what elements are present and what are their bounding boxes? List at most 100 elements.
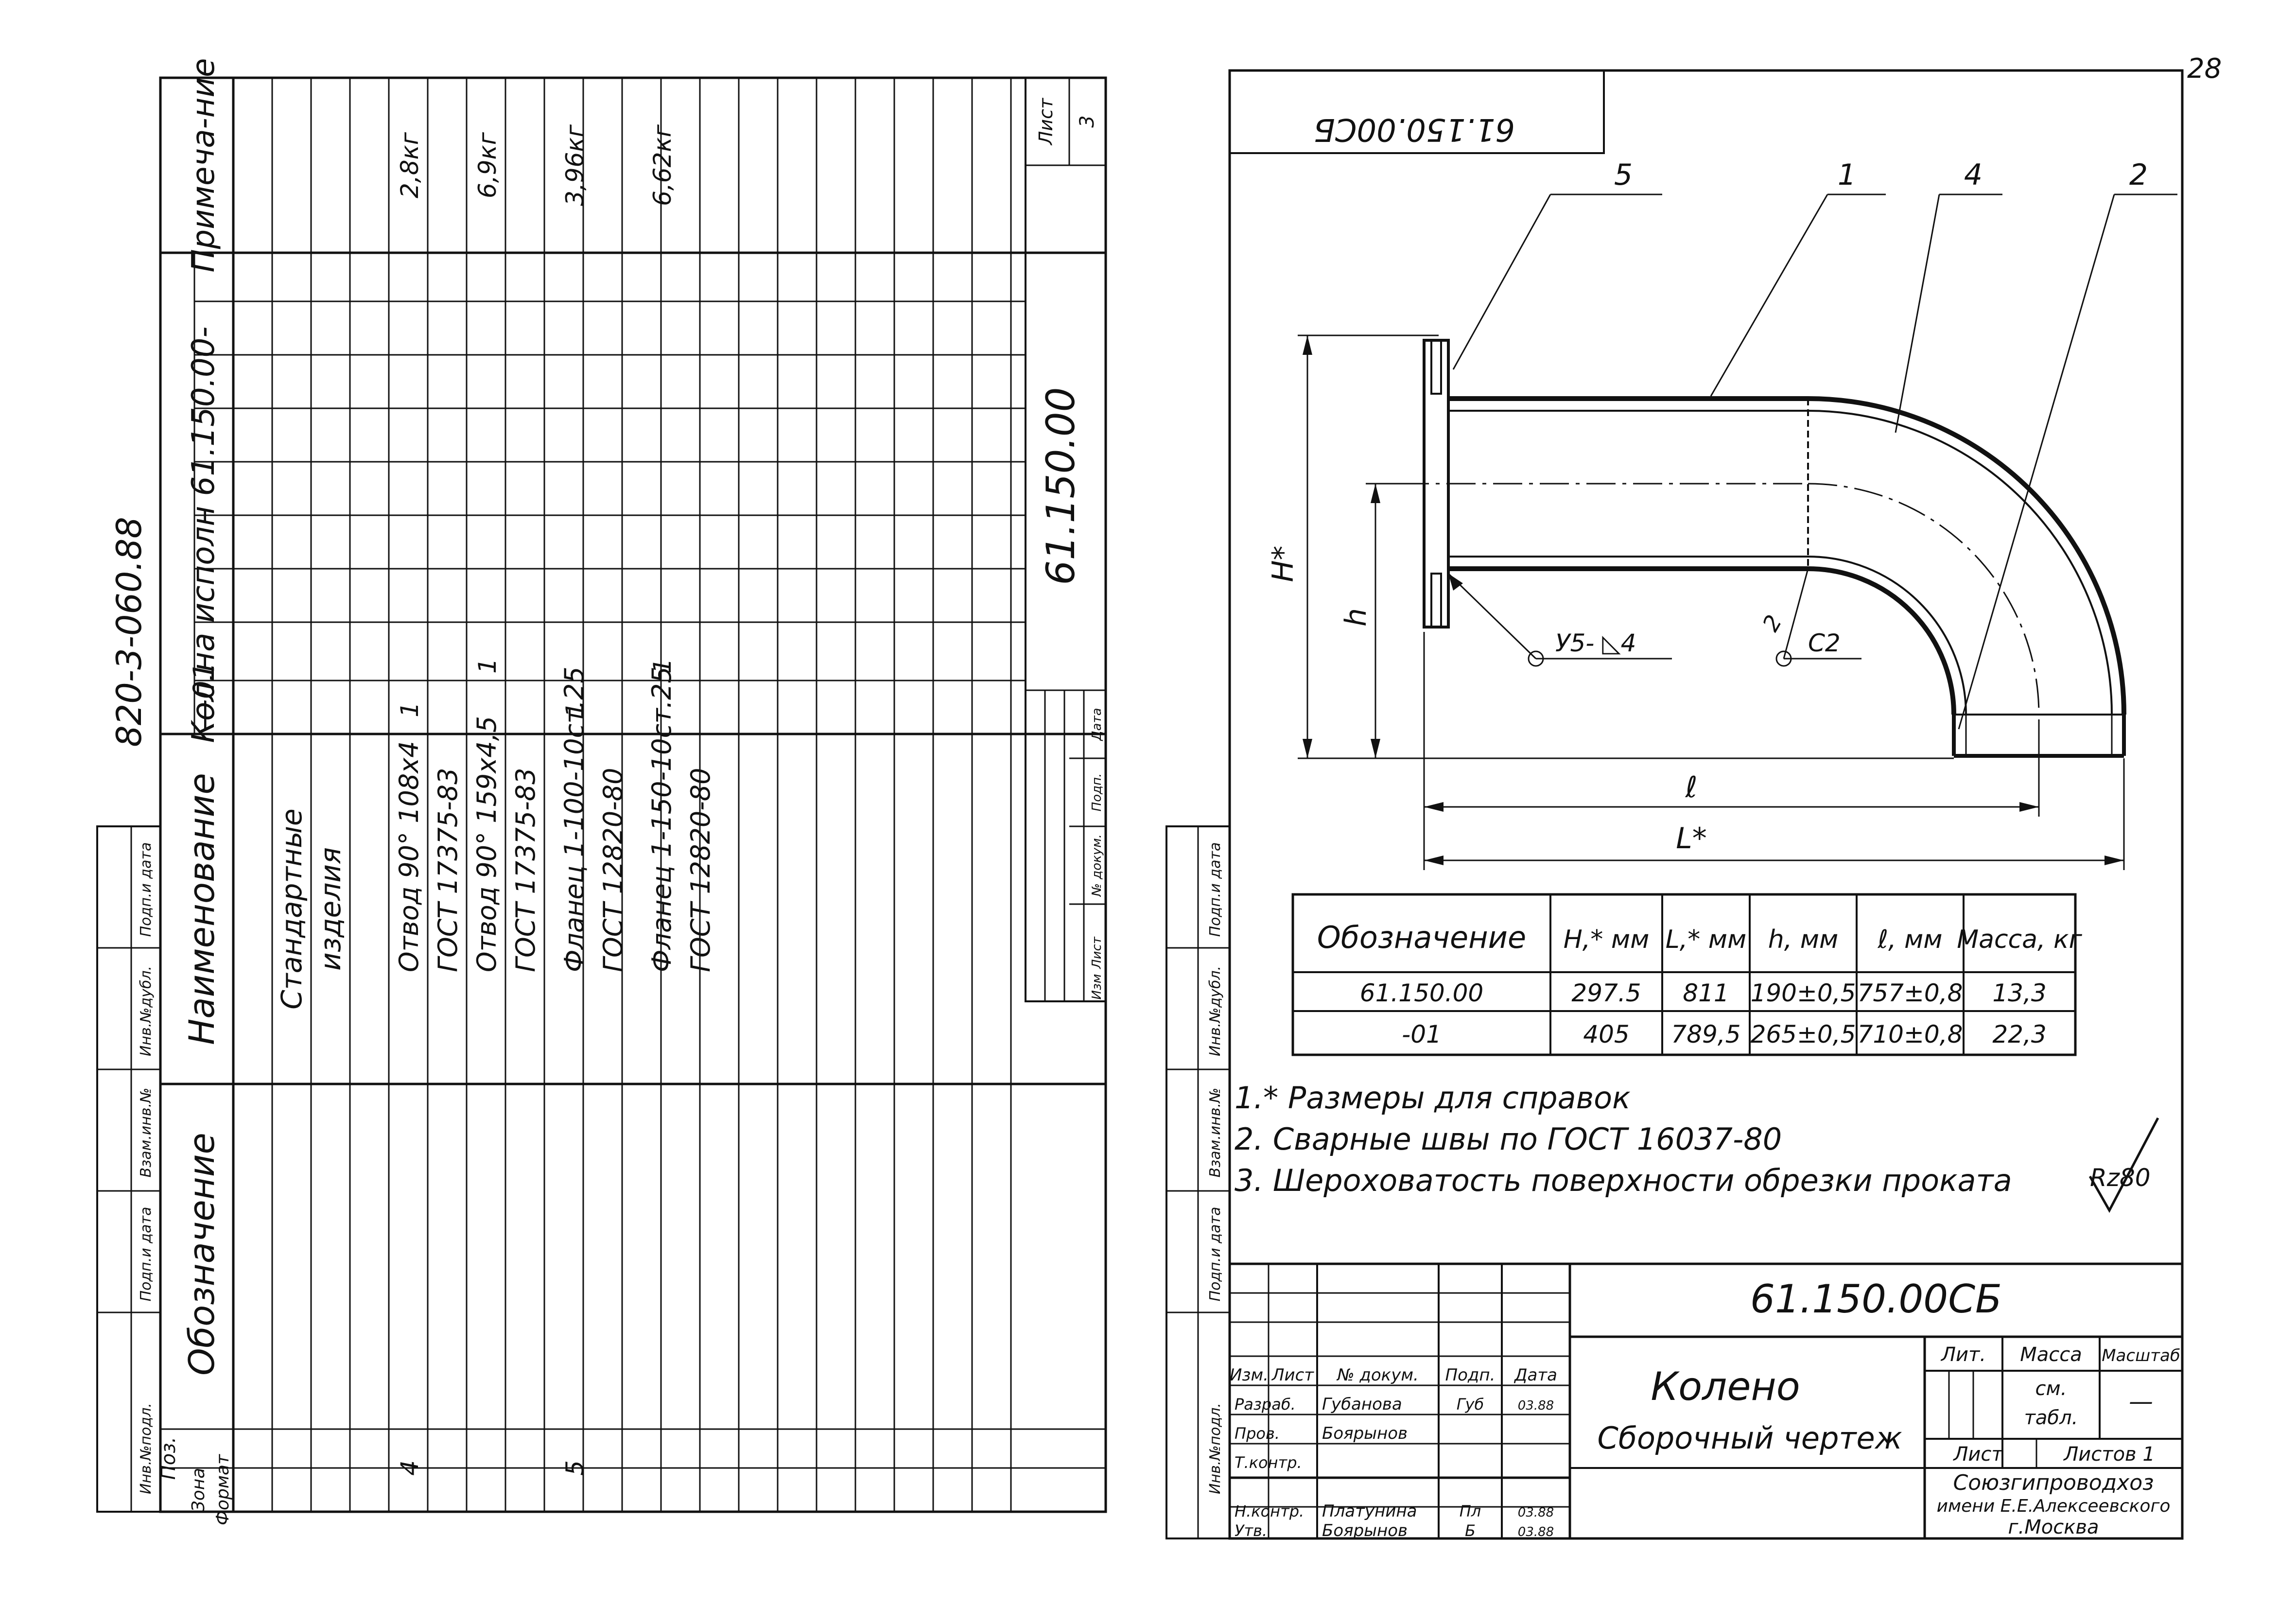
side-label-right: Взам.инв.№ — [1207, 1088, 1224, 1178]
table-cell: 710±0,8 — [1858, 1020, 1963, 1048]
spec-row-name: ГОСТ 12820-80 — [685, 768, 716, 972]
table-cell: 757±0,8 — [1858, 979, 1963, 1007]
side-label-left: Инв.№подл. — [138, 1403, 155, 1494]
table-header: Масса, кг — [1957, 925, 2082, 954]
drawing-sheet — [1165, 69, 2184, 1540]
tb-role: Разраб. — [1235, 1395, 1296, 1414]
tb-role: Пров. — [1235, 1424, 1280, 1443]
tb-head-col: Дата — [1513, 1365, 1557, 1385]
spec-row-pos: 4 — [396, 1460, 424, 1476]
side-label-right: Подп.и дата — [1207, 842, 1224, 937]
title-name: Колено — [1651, 1364, 1800, 1409]
spec-row-name: ГОСТ 17375-83 — [510, 768, 541, 972]
title-code: 61.150.00СБ — [1750, 1276, 2002, 1322]
tb-org-3: г.Москва — [2008, 1516, 2099, 1538]
tb-lit: Лит. — [1940, 1344, 1986, 1366]
spec-row-qty-main: 1 — [561, 702, 589, 717]
spec-col-pos: Поз. — [157, 1437, 180, 1480]
spec-col-zone: Зона — [189, 1468, 209, 1512]
spec-doc-code: 820-3-060.88 — [109, 517, 149, 747]
side-label-left: Инв.№дубл. — [138, 966, 155, 1056]
spec-row-note: 6,9кг — [473, 132, 502, 198]
tb-name: Губанова — [1322, 1395, 1402, 1414]
tb-org-1: Союзгипроводхоз — [1953, 1470, 2154, 1495]
table-cell: -01 — [1402, 1020, 1442, 1048]
spec-row-pos: 5 — [561, 1460, 589, 1476]
weld-label-1: У5- ◺4 — [1555, 629, 1636, 657]
roughness-symbol — [2088, 1117, 2159, 1213]
tb-date: 03.88 — [1518, 1505, 1554, 1520]
spec-row-qty-01: 1 — [648, 658, 677, 674]
spec-col-format: Формат — [213, 1454, 233, 1525]
dim-H-label: H* — [1266, 545, 1300, 582]
spec-row-note: 2,8кг — [396, 132, 424, 198]
tb-mass-value-2: табл. — [2024, 1407, 2078, 1429]
spec-stamp-col: Дата — [1090, 708, 1104, 741]
tb-sign: Губ — [1457, 1395, 1484, 1414]
table-cell: 61.150.00 — [1360, 979, 1483, 1007]
tb-head-col: Изм. — [1230, 1365, 1269, 1385]
spec-section-title: Стандартные — [275, 808, 308, 1009]
weld-number: 2 — [1757, 611, 1787, 636]
spec-exec-dash: — — [186, 699, 222, 730]
side-strip-left — [96, 825, 161, 1513]
tb-name: Боярынов — [1322, 1424, 1408, 1443]
table-header: Обозначение — [1317, 920, 1526, 955]
tb-scale: Масштаб — [2102, 1346, 2180, 1365]
note-line: 1.* Размеры для справок — [1235, 1080, 1631, 1116]
tb-mass-value-1: см. — [2035, 1378, 2067, 1400]
spec-frame — [159, 76, 1107, 1513]
note-line: 3. Шероховатость поверхности обрезки про… — [1235, 1163, 2012, 1198]
tb-scale-value: — — [2129, 1387, 2153, 1415]
spec-col-designation: Обозначение — [181, 1133, 222, 1376]
spec-row-name: Фланец 1-150-10ст.25 — [646, 666, 677, 972]
drawing-callout: 1 — [1838, 158, 1856, 192]
dimensions-table — [1291, 893, 2077, 1056]
tb-name: Платунина — [1322, 1502, 1417, 1521]
spec-col-qty: Кол.на исполн 61.150.00- — [186, 327, 222, 743]
spec-section-subtitle: изделия — [314, 847, 347, 971]
table-cell: 190±0,5 — [1751, 979, 1856, 1007]
tb-head-col: Лист — [1271, 1365, 1314, 1385]
dim-L-label: L* — [1676, 821, 1706, 856]
title-subtitle: Сборочный чертеж — [1597, 1420, 1902, 1456]
spec-sheet-value: 3 — [1076, 115, 1098, 127]
tb-name: Боярынов — [1322, 1521, 1408, 1540]
table-header: H,* мм — [1564, 925, 1650, 954]
drawing-callout: 4 — [1964, 158, 1983, 192]
weld-label-2: С2 — [1808, 629, 1841, 657]
spec-row-name: Фланец 1-100-10ст.25 — [559, 666, 590, 972]
spec-exec-01: 01 — [187, 662, 221, 699]
drawing-rotated-code: 61.150.00СБ — [1314, 111, 1515, 147]
tb-head-col: Подп. — [1445, 1365, 1496, 1385]
tb-sign: Пл — [1460, 1502, 1481, 1520]
table-cell: 13,3 — [1992, 979, 2046, 1007]
side-label-left: Взам.инв.№ — [138, 1088, 155, 1178]
side-label-right: Инв.№дубл. — [1207, 966, 1224, 1056]
tb-role: Н.контр. — [1235, 1502, 1304, 1520]
spec-row-note: 3,96кг — [561, 124, 589, 206]
dim-l-label: ℓ — [1685, 770, 1698, 804]
tb-mass: Масса — [2020, 1344, 2082, 1366]
tb-date: 03.88 — [1518, 1525, 1554, 1539]
spec-stamp-col: № докум. — [1090, 834, 1104, 897]
drawing-callout: 5 — [1614, 158, 1633, 192]
note-line: 2. Сварные швы по ГОСТ 16037-80 — [1235, 1121, 1782, 1157]
spec-row-name: Отвод 90° 108х4 — [394, 741, 424, 972]
dim-h-label: h — [1339, 608, 1373, 627]
spec-stamp-code: 61.150.00 — [1038, 387, 1083, 585]
roughness-value: Rz80 — [2090, 1164, 2151, 1192]
spec-col-notes: Примеча-ние — [186, 58, 222, 273]
table-header: ℓ, мм — [1878, 925, 1943, 954]
tb-role: Т.контр. — [1235, 1453, 1302, 1472]
spec-sheet — [159, 76, 1107, 1513]
side-label-right: Подп.и дата — [1207, 1207, 1224, 1302]
tb-date: 03.88 — [1518, 1398, 1554, 1413]
page-number: 28 — [2187, 53, 2222, 85]
spec-row-name: ГОСТ 12820-80 — [598, 768, 628, 972]
table-cell: 405 — [1583, 1020, 1629, 1048]
table-cell: 297.5 — [1571, 979, 1641, 1007]
spec-col-name: Наименование — [181, 773, 222, 1045]
table-header: L,* мм — [1666, 925, 1747, 954]
